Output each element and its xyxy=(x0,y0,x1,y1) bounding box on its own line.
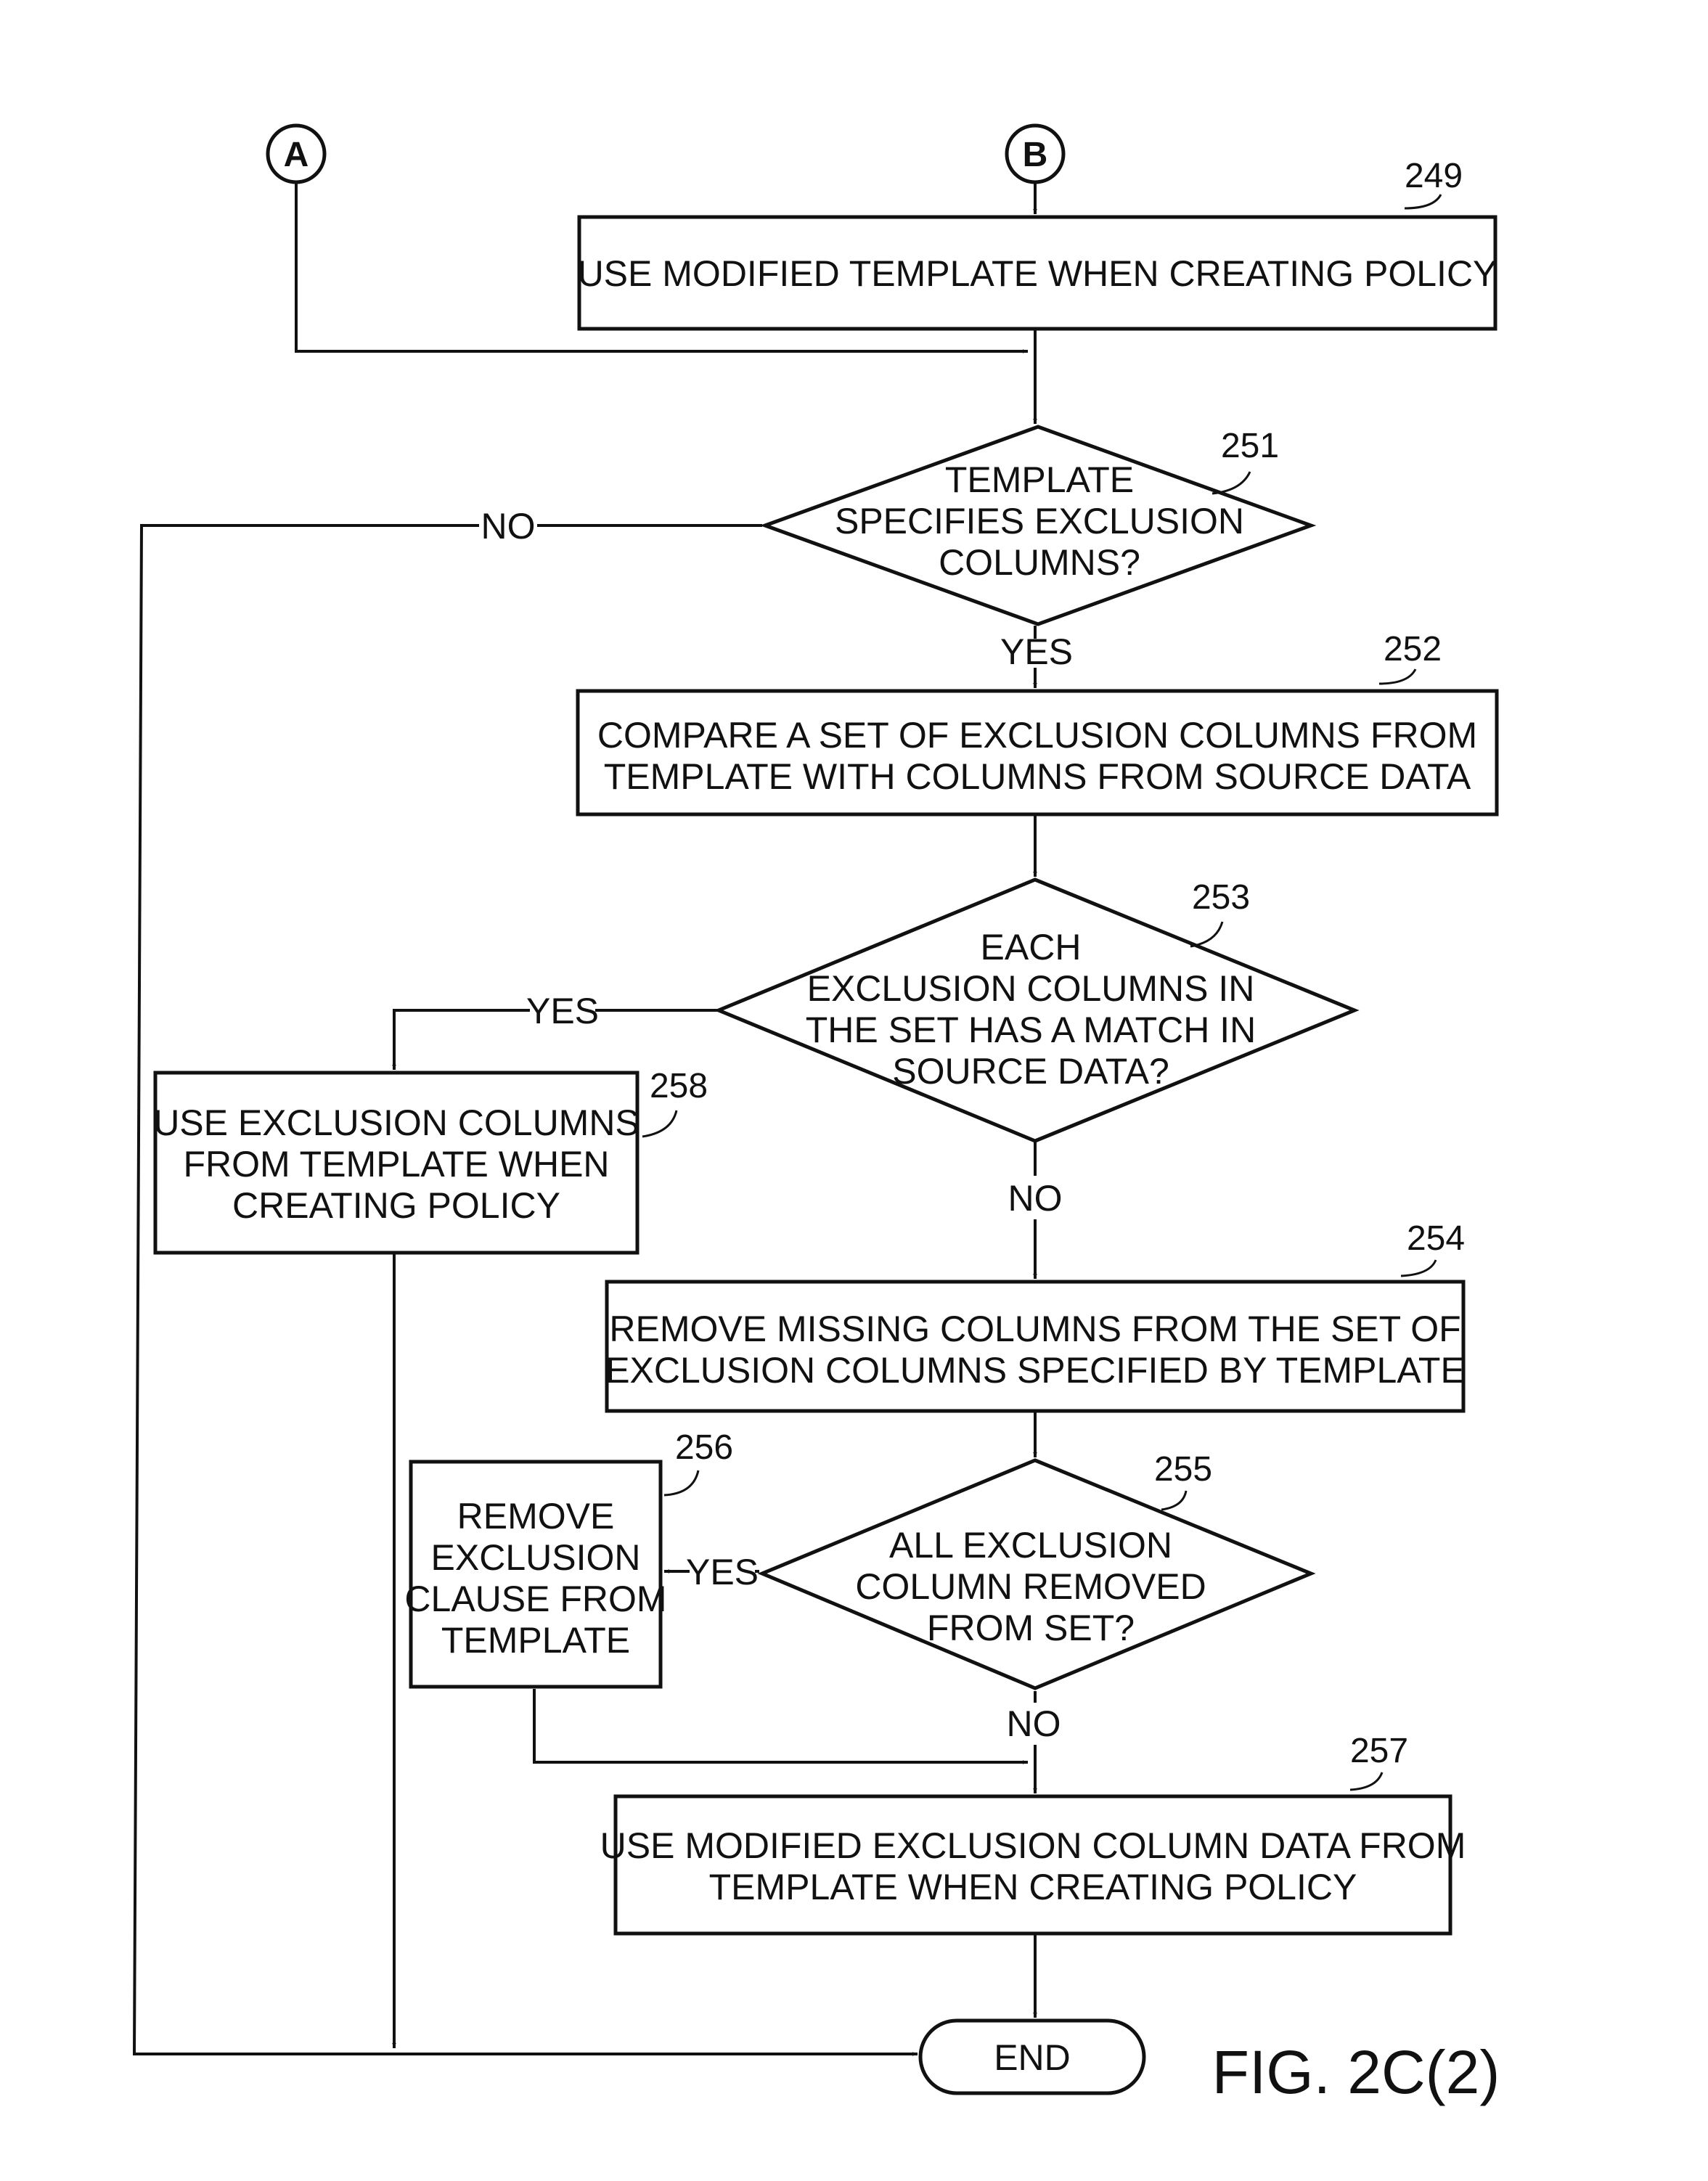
ref-256-label: 256 xyxy=(675,1428,733,1467)
ref-251-label: 251 xyxy=(1221,427,1279,465)
end-terminal: END xyxy=(920,2021,1144,2093)
step-258-line-1: USE EXCLUSION COLUMNS xyxy=(153,1102,640,1143)
ref-254-label: 254 xyxy=(1407,1219,1465,1258)
step-257-line-2: TEMPLATE WHEN CREATING POLICY xyxy=(709,1867,1357,1907)
step-258-line-3: CREATING POLICY xyxy=(232,1185,560,1226)
ref-252: 252 xyxy=(1379,630,1442,684)
step-249-box: USE MODIFIED TEMPLATE WHEN CREATING POLI… xyxy=(578,217,1497,329)
step-254-line-1: REMOVE MISSING COLUMNS FROM THE SET OF xyxy=(609,1309,1460,1349)
ref-253: 253 xyxy=(1190,878,1250,946)
ref-258-label: 258 xyxy=(650,1067,708,1105)
ref-257-label: 257 xyxy=(1350,1732,1408,1770)
decision-253-line-3: THE SET HAS A MATCH IN xyxy=(806,1010,1256,1050)
connector-b-label: B xyxy=(1023,136,1048,174)
edge-label-255-no: NO xyxy=(1007,1703,1061,1744)
decision-251-line-1: TEMPLATE xyxy=(945,459,1134,500)
step-258-line-2: FROM TEMPLATE WHEN xyxy=(183,1144,609,1184)
step-256-line-2: EXCLUSION xyxy=(431,1537,641,1578)
decision-253-line-2: EXCLUSION COLUMNS IN xyxy=(807,968,1255,1009)
ref-252-label: 252 xyxy=(1384,630,1442,668)
ref-256: 256 xyxy=(664,1428,733,1495)
ref-249: 249 xyxy=(1405,157,1463,208)
step-256-line-1: REMOVE xyxy=(457,1496,615,1536)
step-256-line-4: TEMPLATE xyxy=(441,1620,630,1661)
decision-255-line-2: COLUMN REMOVED xyxy=(855,1566,1206,1607)
step-252-box: COMPARE A SET OF EXCLUSION COLUMNS FROM … xyxy=(578,691,1497,814)
end-terminal-label: END xyxy=(994,2037,1071,2078)
step-252-line-2: TEMPLATE WITH COLUMNS FROM SOURCE DATA xyxy=(604,756,1471,797)
decision-255-line-1: ALL EXCLUSION xyxy=(889,1525,1172,1566)
ref-257: 257 xyxy=(1350,1732,1408,1790)
decision-253: EACH EXCLUSION COLUMNS IN THE SET HAS A … xyxy=(719,880,1354,1141)
step-258-box: USE EXCLUSION COLUMNS FROM TEMPLATE WHEN… xyxy=(153,1073,640,1253)
connector-a: A xyxy=(268,126,324,182)
ref-255: 255 xyxy=(1154,1450,1212,1510)
step-252-line-1: COMPARE A SET OF EXCLUSION COLUMNS FROM xyxy=(597,715,1477,756)
ref-249-label: 249 xyxy=(1405,157,1463,195)
step-254-box: REMOVE MISSING COLUMNS FROM THE SET OF E… xyxy=(605,1282,1465,1411)
edge-label-253-no: NO xyxy=(1008,1178,1063,1219)
decision-251-line-2: SPECIFIES EXCLUSION xyxy=(835,501,1244,541)
connector-b: B xyxy=(1007,126,1063,182)
edge-label-251-yes: YES xyxy=(1000,631,1073,672)
step-257-line-1: USE MODIFIED EXCLUSION COLUMN DATA FROM xyxy=(600,1825,1466,1866)
decision-255-line-3: FROM SET? xyxy=(927,1608,1135,1648)
figure-label: FIG. 2C(2) xyxy=(1212,2038,1500,2106)
decision-255: ALL EXCLUSION COLUMN REMOVED FROM SET? xyxy=(762,1460,1311,1688)
step-254-line-2: EXCLUSION COLUMNS SPECIFIED BY TEMPLATE xyxy=(605,1350,1465,1391)
step-256-line-3: CLAUSE FROM xyxy=(404,1579,666,1619)
ref-258: 258 xyxy=(642,1067,708,1137)
edge-label-251-no: NO xyxy=(481,506,536,547)
connector-a-label: A xyxy=(284,136,309,174)
ref-253-label: 253 xyxy=(1192,878,1250,917)
step-257-box: USE MODIFIED EXCLUSION COLUMN DATA FROM … xyxy=(600,1796,1466,1934)
ref-254: 254 xyxy=(1401,1219,1465,1276)
decision-253-line-1: EACH xyxy=(981,927,1082,967)
edge-label-253-yes: YES xyxy=(526,991,599,1031)
edge-label-255-yes: YES xyxy=(686,1552,759,1592)
step-256-box: REMOVE EXCLUSION CLAUSE FROM TEMPLATE xyxy=(404,1462,666,1687)
step-249-line-1: USE MODIFIED TEMPLATE WHEN CREATING POLI… xyxy=(578,253,1497,294)
decision-251-line-3: COLUMNS? xyxy=(939,542,1140,583)
ref-255-label: 255 xyxy=(1154,1450,1212,1489)
ref-251: 251 xyxy=(1212,427,1279,494)
decision-253-line-4: SOURCE DATA? xyxy=(892,1051,1169,1092)
